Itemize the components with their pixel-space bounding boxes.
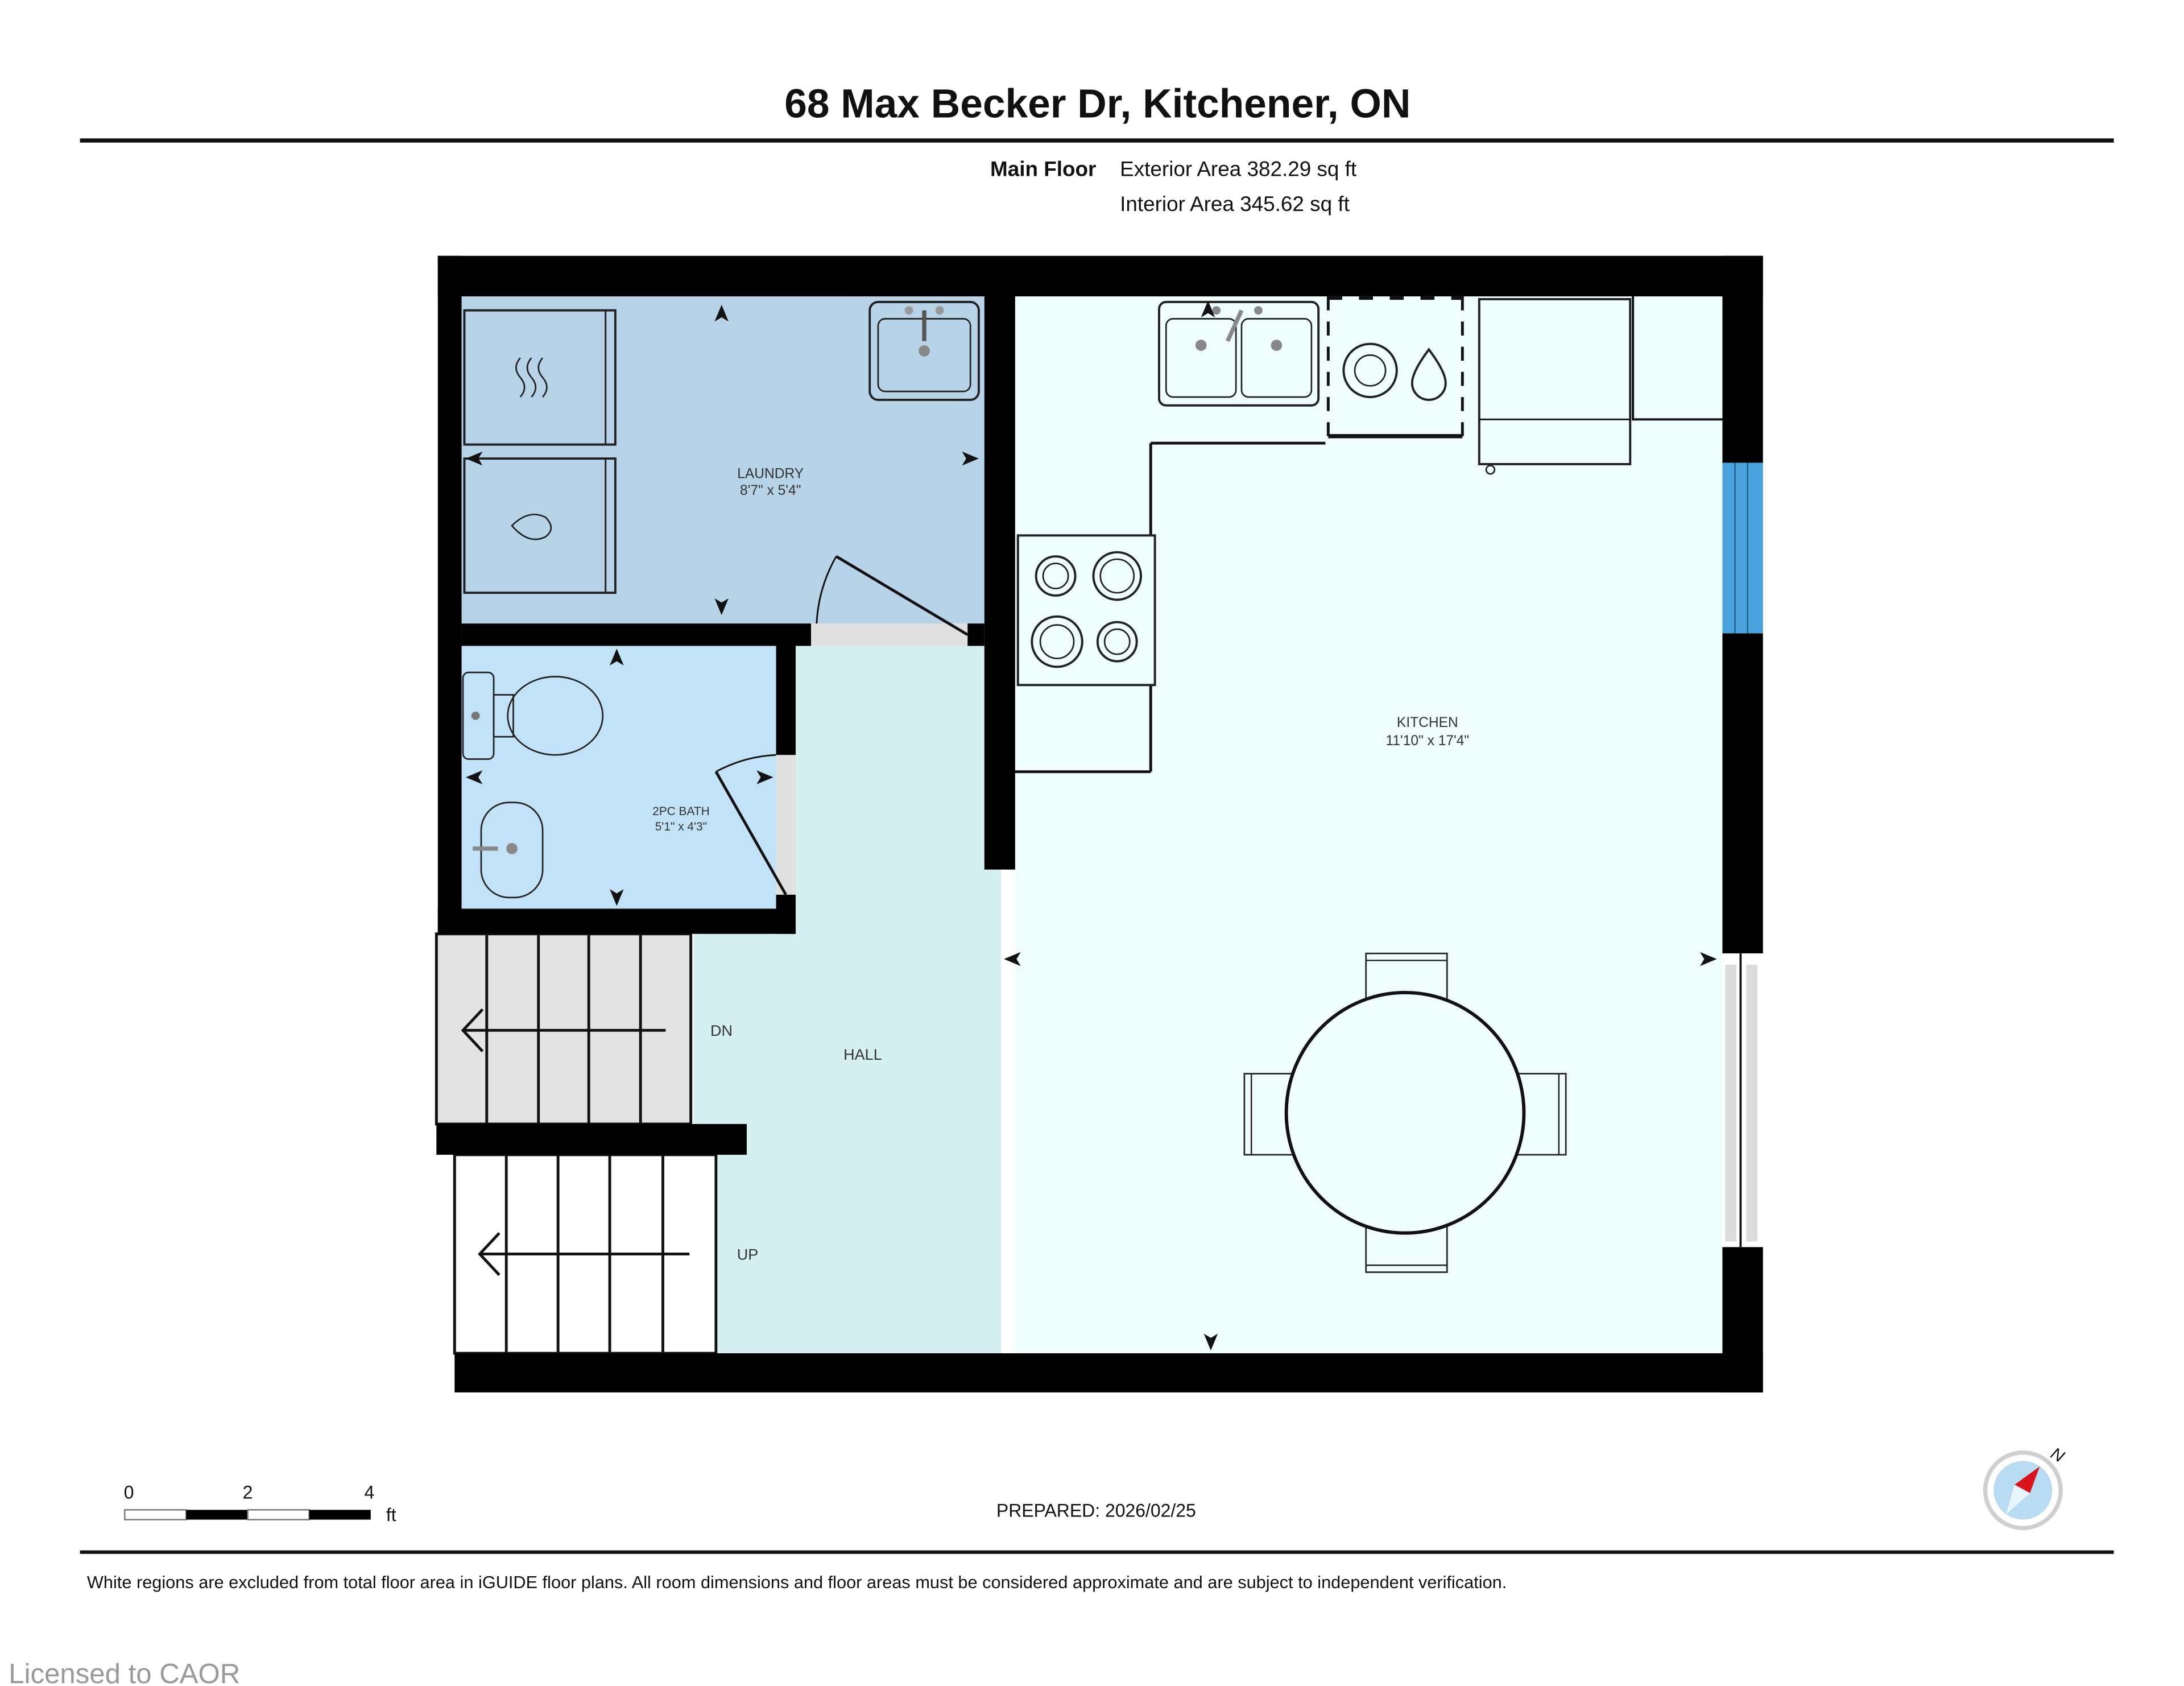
bath-sink-icon	[473, 801, 544, 899]
room-label-kitchen: KITCHEN 11'10" x 17'4"	[1386, 715, 1470, 749]
washer-icon	[463, 457, 617, 594]
kitchen-window	[1722, 462, 1763, 634]
license-watermark: Licensed to CAOR	[9, 1659, 240, 1686]
laundry-door[interactable]	[816, 555, 969, 636]
svg-text:4: 4	[364, 1482, 374, 1503]
dryer-icon	[463, 309, 617, 446]
interior-area: Interior Area 345.62 sq ft	[1120, 192, 1350, 216]
svg-text:0: 0	[124, 1482, 134, 1503]
header-divider	[80, 138, 2114, 143]
scale-bar: 0 2 4 ft	[124, 1482, 396, 1525]
floor-name: Main Floor	[990, 158, 1096, 181]
north-compass-icon: N	[1983, 1444, 2068, 1530]
room-label-bath: 2PC BATH 5'1" x 4'3"	[652, 805, 710, 833]
kitchen-counters	[1015, 441, 1326, 774]
laundry-sink-icon	[868, 300, 980, 401]
room-label-laundry: LAUNDRY 8'7" x 5'4"	[737, 466, 804, 498]
svg-text:2PC BATH: 2PC BATH	[652, 805, 710, 818]
svg-text:8'7" x 5'4": 8'7" x 5'4"	[740, 483, 801, 498]
svg-text:ft: ft	[386, 1505, 396, 1525]
laundry-doorway	[811, 623, 968, 646]
stairs-down-label: DN	[710, 1022, 733, 1039]
room-label-hall: HALL	[843, 1046, 882, 1063]
dimension-markers	[465, 300, 1717, 1351]
refrigerator-icon	[1478, 297, 1632, 475]
pantry-cabinet	[1632, 296, 1723, 421]
prepared-date: PREPARED: 2026/02/25	[996, 1501, 1196, 1521]
disclaimer-text: White regions are excluded from total fl…	[87, 1572, 1507, 1592]
stove-icon	[1016, 534, 1156, 687]
bath-door[interactable]	[714, 754, 787, 896]
svg-text:5'1" x 4'3": 5'1" x 4'3"	[655, 820, 707, 833]
svg-text:LAUNDRY: LAUNDRY	[737, 466, 804, 482]
toilet-icon	[462, 671, 604, 760]
footer-divider	[80, 1550, 2114, 1554]
stairs-up[interactable]	[453, 1153, 718, 1355]
page-title: 68 Max Becker Dr, Kitchener, ON	[784, 81, 1410, 126]
bath-floor	[461, 646, 776, 909]
walls	[436, 255, 1763, 1392]
dining-table-icon	[1243, 952, 1567, 1273]
stairs-up-label: UP	[737, 1246, 759, 1263]
svg-text:KITCHEN: KITCHEN	[1397, 715, 1458, 730]
svg-text:2: 2	[243, 1482, 253, 1503]
double-sink-icon	[1158, 300, 1320, 407]
bath-doorway	[776, 755, 796, 895]
sliding-door[interactable]	[1722, 953, 1763, 1247]
svg-text:11'10" x 17'4": 11'10" x 17'4"	[1386, 733, 1470, 749]
exterior-area: Exterior Area 382.29 sq ft	[1120, 158, 1356, 181]
laundry-floor	[461, 296, 985, 624]
stairs-down[interactable]	[435, 932, 693, 1126]
dishwasher-icon	[1326, 295, 1464, 439]
